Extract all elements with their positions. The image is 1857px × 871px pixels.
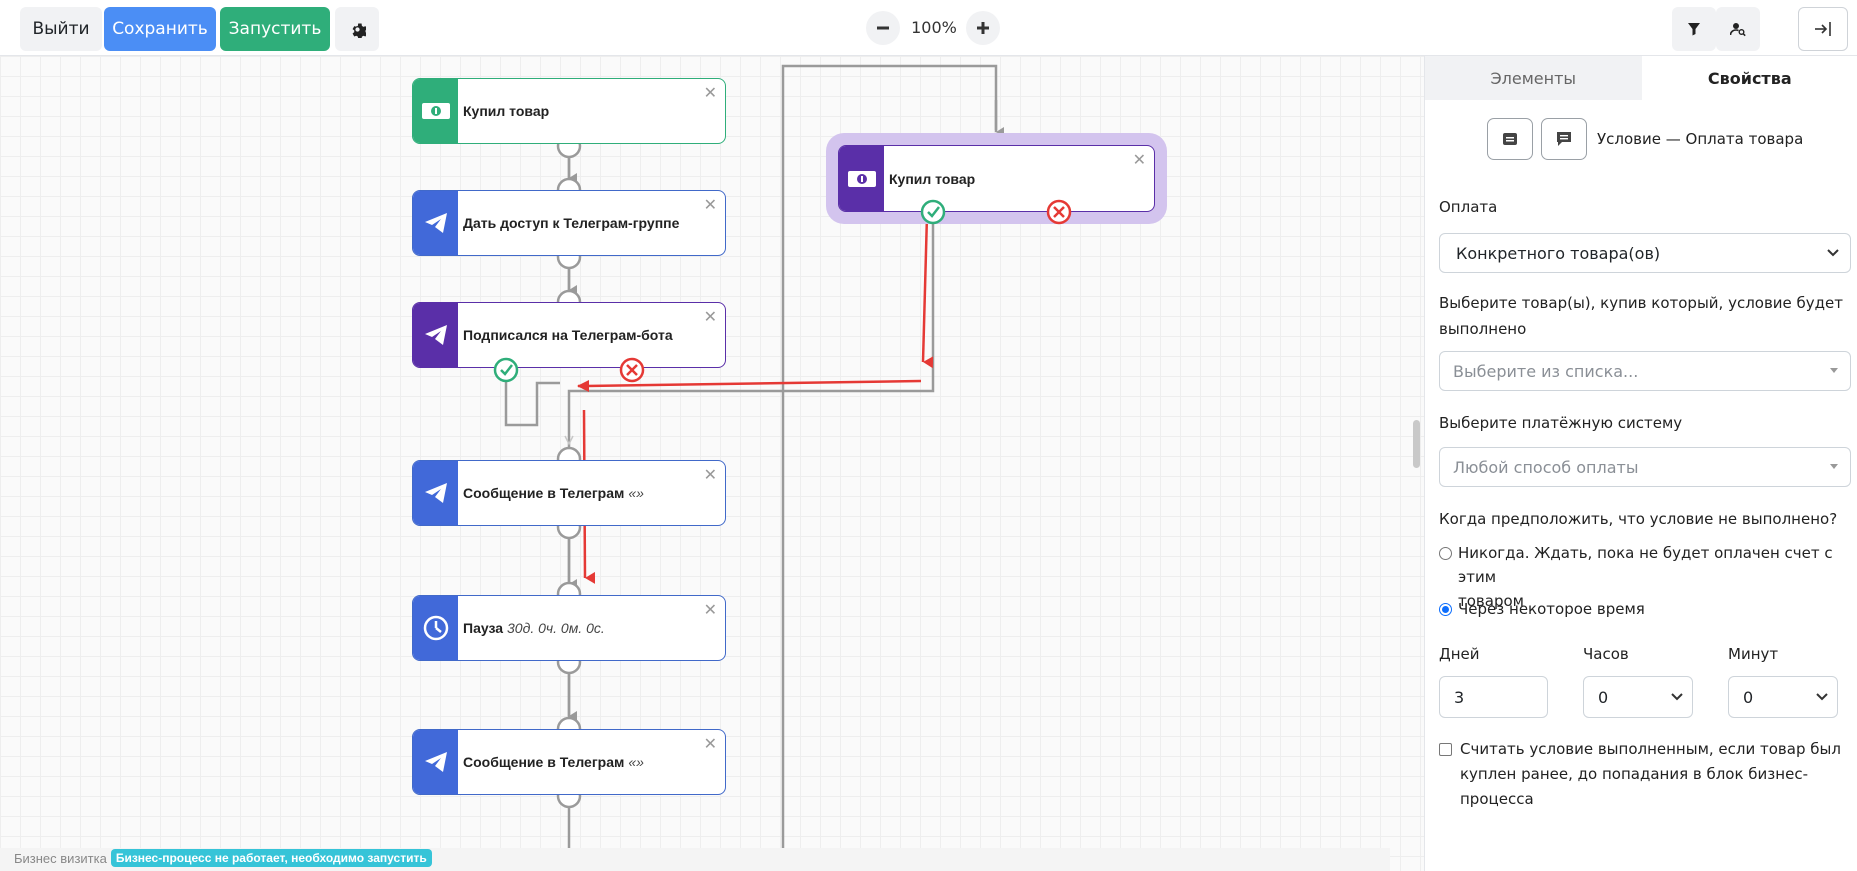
bought-before-checkbox[interactable] <box>1439 743 1452 756</box>
days-label: Дней <box>1439 645 1480 663</box>
products-placeholder: Выберите из списка... <box>1453 361 1639 381</box>
fail-icon <box>619 357 645 383</box>
when-fail-label: Когда предположить, что условие не выпол… <box>1439 510 1838 528</box>
note-icon <box>1503 133 1517 145</box>
close-icon[interactable]: ✕ <box>703 465 717 484</box>
process-canvas[interactable]: Купил товар ✕ Дать доступ к Телеграм-гру… <box>0 56 1424 871</box>
products-label: Выберите товар(ы), купив который, услови… <box>1439 294 1844 338</box>
bought-before-label: Считать условие выполненным, если товар … <box>1460 740 1841 808</box>
gear-icon <box>352 23 366 38</box>
paysystem-select[interactable]: Любой способ оплаты <box>1439 447 1851 487</box>
money-icon <box>413 79 458 143</box>
tab-elements[interactable]: Элементы <box>1425 56 1642 100</box>
plus-icon <box>977 22 989 34</box>
exit-button[interactable]: Выйти <box>20 7 102 51</box>
chevron-down-icon <box>1671 693 1683 701</box>
option-after-time[interactable]: Через некоторое время <box>1439 597 1645 621</box>
panel-header: Условие — Оплата товара <box>1487 118 1803 160</box>
telegram-icon <box>413 191 458 255</box>
check-icon <box>920 199 946 225</box>
run-button[interactable]: Запустить <box>220 7 330 51</box>
node-title: Сообщение в Телеграм«» <box>463 485 644 501</box>
selected-node-highlight: Купил товар ✕ <box>826 133 1167 224</box>
node-telegram-message-1[interactable]: Сообщение в Телеграм«» ✕ <box>412 460 726 526</box>
save-button[interactable]: Сохранить <box>104 7 216 51</box>
filter-icon <box>1688 23 1700 36</box>
node-subscribed-telegram-bot[interactable]: Подписался на Телеграм-бота ✕ <box>412 302 726 368</box>
node-bought-product[interactable]: Купил товар ✕ <box>412 78 726 144</box>
payment-select[interactable]: Конкретного товара(ов) <box>1439 233 1851 273</box>
minutes-select[interactable]: 0 <box>1728 676 1838 718</box>
close-icon[interactable]: ✕ <box>703 195 717 214</box>
close-icon[interactable]: ✕ <box>703 307 717 326</box>
node-title: Дать доступ к Телеграм-группе <box>463 215 680 231</box>
condition-markers <box>493 199 1072 383</box>
chevron-down-icon <box>1816 693 1828 701</box>
payment-label: Оплата <box>1439 198 1498 216</box>
minutes-label: Минут <box>1728 645 1779 663</box>
close-icon[interactable]: ✕ <box>703 600 717 619</box>
node-bought-product-selected[interactable]: Купил товар ✕ <box>838 145 1155 212</box>
node-title: Сообщение в Телеграм«» <box>463 754 644 770</box>
user-search-icon <box>1730 23 1746 37</box>
properties-panel: Элементы Свойства Условие — Оплата товар… <box>1424 56 1857 871</box>
telegram-icon <box>413 303 458 367</box>
hours-select[interactable]: 0 <box>1583 676 1693 718</box>
radio-after-time[interactable] <box>1439 603 1452 616</box>
node-title: Подписался на Телеграм-бота <box>463 327 673 343</box>
panel-tabs: Элементы Свойства <box>1425 56 1857 100</box>
filter-button[interactable] <box>1672 7 1716 51</box>
collapse-right-icon <box>1815 22 1831 36</box>
node-telegram-group-access[interactable]: Дать доступ к Телеграм-группе ✕ <box>412 190 726 256</box>
option-never-label: Никогда. Ждать, пока не будет оплачен сч… <box>1458 544 1833 610</box>
collapse-panel-button[interactable] <box>1798 7 1848 51</box>
payment-value: Конкретного товара(ов) <box>1456 243 1661 263</box>
bought-before-option[interactable]: Считать условие выполненным, если товар … <box>1439 737 1849 812</box>
paysystem-label: Выберите платёжную систему <box>1439 414 1683 432</box>
zoom-level: 100% <box>911 18 957 37</box>
status-bar: Бизнес визитка Бизнес-процесс не работае… <box>14 849 432 867</box>
products-select[interactable]: Выберите из списка... <box>1439 351 1851 391</box>
comment-button[interactable] <box>1487 118 1533 160</box>
top-toolbar: Выйти Сохранить Запустить 100% <box>0 0 1857 56</box>
telegram-icon <box>413 730 458 794</box>
clock-icon <box>413 596 458 660</box>
fail-icon <box>1046 199 1072 225</box>
message-button[interactable] <box>1541 118 1587 160</box>
status-badge: Бизнес-процесс не работает, необходимо з… <box>110 849 432 867</box>
close-icon[interactable]: ✕ <box>703 83 717 102</box>
radio-never[interactable] <box>1439 547 1452 560</box>
chevron-down-icon <box>1827 249 1839 257</box>
option-after-label: Через некоторое время <box>1458 600 1645 618</box>
caret-down-icon <box>1830 368 1838 373</box>
close-icon[interactable]: ✕ <box>1132 150 1146 169</box>
panel-title: Условие — Оплата товара <box>1597 130 1804 148</box>
zoom-out-button[interactable] <box>866 11 900 45</box>
project-name: Бизнес визитка <box>14 850 107 866</box>
node-title: Купил товар <box>889 170 976 187</box>
settings-button[interactable] <box>335 7 379 51</box>
zoom-in-button[interactable] <box>966 11 1000 45</box>
money-icon <box>839 146 884 211</box>
days-input[interactable]: 3 <box>1439 676 1548 718</box>
close-icon[interactable]: ✕ <box>703 734 717 753</box>
caret-down-icon <box>1830 464 1838 469</box>
chat-icon <box>1557 132 1571 146</box>
user-search-button[interactable] <box>1716 7 1760 51</box>
tab-properties[interactable]: Свойства <box>1641 56 1857 100</box>
paysystem-value: Любой способ оплаты <box>1453 457 1639 477</box>
node-title: Купил товар <box>463 103 550 119</box>
canvas-scrollbar[interactable] <box>1413 420 1420 468</box>
telegram-icon <box>413 461 458 525</box>
minus-icon <box>877 26 889 30</box>
node-telegram-message-2[interactable]: Сообщение в Телеграм«» ✕ <box>412 729 726 795</box>
hours-label: Часов <box>1583 645 1629 663</box>
check-icon <box>493 357 519 383</box>
option-never[interactable]: Никогда. Ждать, пока не будет оплачен сч… <box>1439 541 1857 613</box>
